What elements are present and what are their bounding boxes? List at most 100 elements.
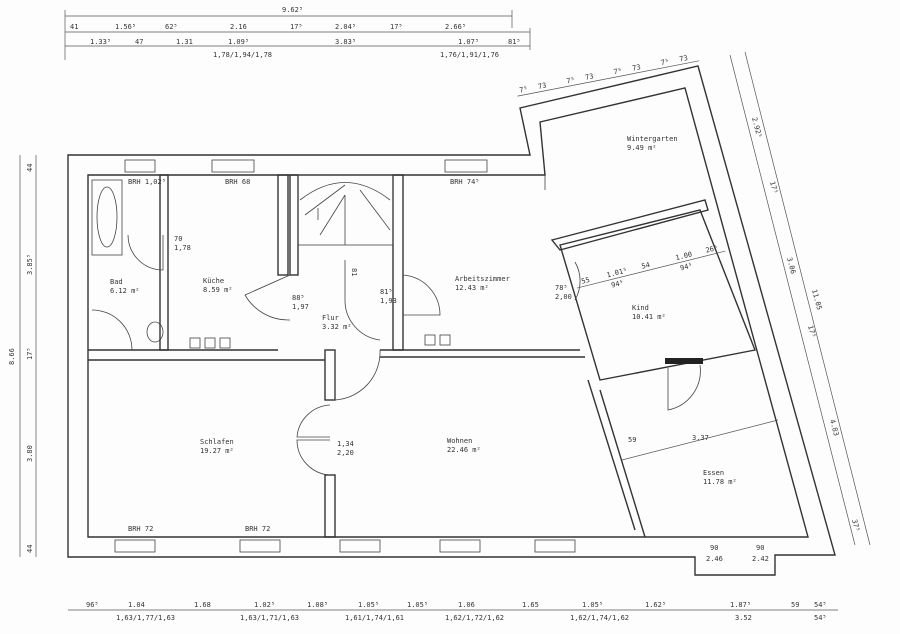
dim: 3.52 [735, 614, 752, 622]
dim: 1.00 [675, 250, 693, 262]
door-labels: 70 1,78 88⁵ 1,97 81⁵ 1,93 78⁵ 2,00 1,34 … [174, 235, 572, 457]
door-wohnen [334, 349, 381, 401]
kind-dimensions: 55 1.01⁵ 94⁵ 54 1.00 94⁵ 26⁵ [576, 244, 726, 290]
door-width: 1,34 [337, 440, 354, 448]
dim: 94⁵ [679, 262, 693, 273]
door-bad [127, 234, 164, 271]
dim: 2.04⁵ [335, 23, 356, 31]
dim: 1.68 [194, 601, 211, 609]
room-name-schlafen: Schlafen [200, 438, 234, 446]
dim: 41 [70, 23, 78, 31]
toilet-icon [146, 321, 164, 343]
dim: 1.31 [176, 38, 193, 46]
room-area-wohnen: 22.46 m² [447, 446, 481, 454]
room-area-schlafen: 19.27 m² [200, 447, 234, 455]
dim: 1.05⁵ [582, 601, 603, 609]
dim: 3.83⁵ [335, 38, 356, 46]
window-labels: BRH 1,02⁵ BRH 68 BRH 74⁵ BRH 72 BRH 72 [128, 178, 480, 533]
door-height: 2,20 [337, 449, 354, 457]
room-area-kueche: 8.59 m² [203, 286, 233, 294]
dim: 2.16 [230, 23, 247, 31]
staircase [297, 174, 394, 246]
dim: 1.05⁵ [358, 601, 379, 609]
shower-icon [91, 309, 133, 351]
dim: 1,63/1,71/1,63 [240, 614, 299, 622]
top-dimensions: 9.62⁵ 41 1.56⁵ 62⁵ 2.16 17⁵ 2.04⁵ 17⁵ 2.… [70, 6, 521, 59]
dim: 90 [710, 544, 718, 552]
door-essen [667, 364, 701, 411]
brh-label: BRH 72 [128, 525, 153, 533]
dim: 1.05⁵ [407, 601, 428, 609]
fixtures [91, 179, 451, 351]
dim: 73 [585, 72, 595, 81]
dim: 55 [581, 276, 591, 286]
room-name-arbeitszimmer: Arbeitszimmer [455, 275, 510, 283]
dim: 7⁵ [660, 58, 670, 67]
room-area-arbeitszimmer: 12.43 m² [455, 284, 489, 292]
dim: 2.42 [752, 555, 769, 563]
dim: 1.33⁵ [90, 38, 111, 46]
dim: 81⁵ [508, 38, 521, 46]
dim: 1.87⁵ [730, 601, 751, 609]
dim: 73 [537, 81, 547, 90]
dim: 1,61/1,74/1,61 [345, 614, 404, 622]
room-name-wintergarten: Wintergarten [627, 135, 678, 143]
room-area-essen: 11.78 m² [703, 478, 737, 486]
dim: 17⁵ [290, 23, 303, 31]
dim: 90 [756, 544, 764, 552]
dim: 17⁵ [390, 23, 403, 31]
dim: 59 [791, 601, 799, 609]
room-area-flur: 3.32 m² [322, 323, 352, 331]
dim: 1.56⁵ [115, 23, 136, 31]
door-arbeitszimmer [402, 274, 441, 316]
dim: 3.80 [26, 445, 34, 462]
dim: 3.85⁵ [26, 254, 34, 275]
door-flur [344, 260, 381, 341]
dim: 94⁵ [610, 279, 624, 290]
room-name-essen: Essen [703, 469, 724, 477]
dim: 1,78/1,94/1,78 [213, 51, 272, 59]
door-height: 2,00 [555, 293, 572, 301]
dim: 44 [26, 545, 34, 553]
bottom-dimensions: 96⁵ 1.04 1.68 1.02⁵ 1.08⁵ 1.05⁵ 1.05⁵ 1.… [68, 601, 838, 622]
room-area-wintergarten: 9.49 m² [627, 144, 657, 152]
essen-dimensions: 59 3.37 90 2.46 90 2.42 [621, 419, 779, 563]
dim: 1.04 [128, 601, 145, 609]
dim: 54⁵ [814, 601, 827, 609]
door-height: 1,97 [292, 303, 309, 311]
dim: 54 [641, 261, 651, 271]
brh-label: BRH 72 [245, 525, 270, 533]
dim-overall-width: 9.62⁵ [282, 6, 303, 14]
dim: 73 [679, 54, 689, 63]
dim: 3.06 [785, 256, 797, 274]
dim: 73 [632, 63, 642, 72]
door-kueche [244, 274, 291, 321]
dim: 62⁵ [165, 23, 178, 31]
dim: 1.02⁵ [254, 601, 275, 609]
dim-overall-height: 8.66 [8, 348, 16, 365]
dim: 1.65 [522, 601, 539, 609]
dim: 37⁵ [850, 518, 861, 532]
doors [127, 234, 703, 476]
stair-label: 81 [350, 268, 358, 276]
dim: 7⁵ [519, 85, 529, 94]
room-area-bad: 6.12 m² [110, 287, 140, 295]
dim: 47 [135, 38, 143, 46]
door-kind [574, 261, 581, 301]
top-dimension-lines [64, 10, 531, 60]
dim: 1.07⁵ [458, 38, 479, 46]
dim: 1.08⁵ [307, 601, 328, 609]
room-name-bad: Bad [110, 278, 123, 286]
walls [67, 65, 836, 576]
dim: 17⁵ [806, 324, 817, 338]
room-name-flur: Flur [322, 314, 339, 322]
wintergarten-top-dimensions: 7⁵ 73 7⁵ 73 7⁵ 73 7⁵ 73 [517, 54, 700, 97]
dim: 1.06 [458, 601, 475, 609]
room-area-kind: 10.41 m² [632, 313, 666, 321]
door-width: 81⁵ [380, 288, 393, 296]
room-name-kueche: Küche [203, 277, 224, 285]
dim: 3.37 [692, 434, 709, 442]
door-width: 78⁵ [555, 284, 568, 292]
dim-overall-right: 11.05 [810, 288, 823, 310]
